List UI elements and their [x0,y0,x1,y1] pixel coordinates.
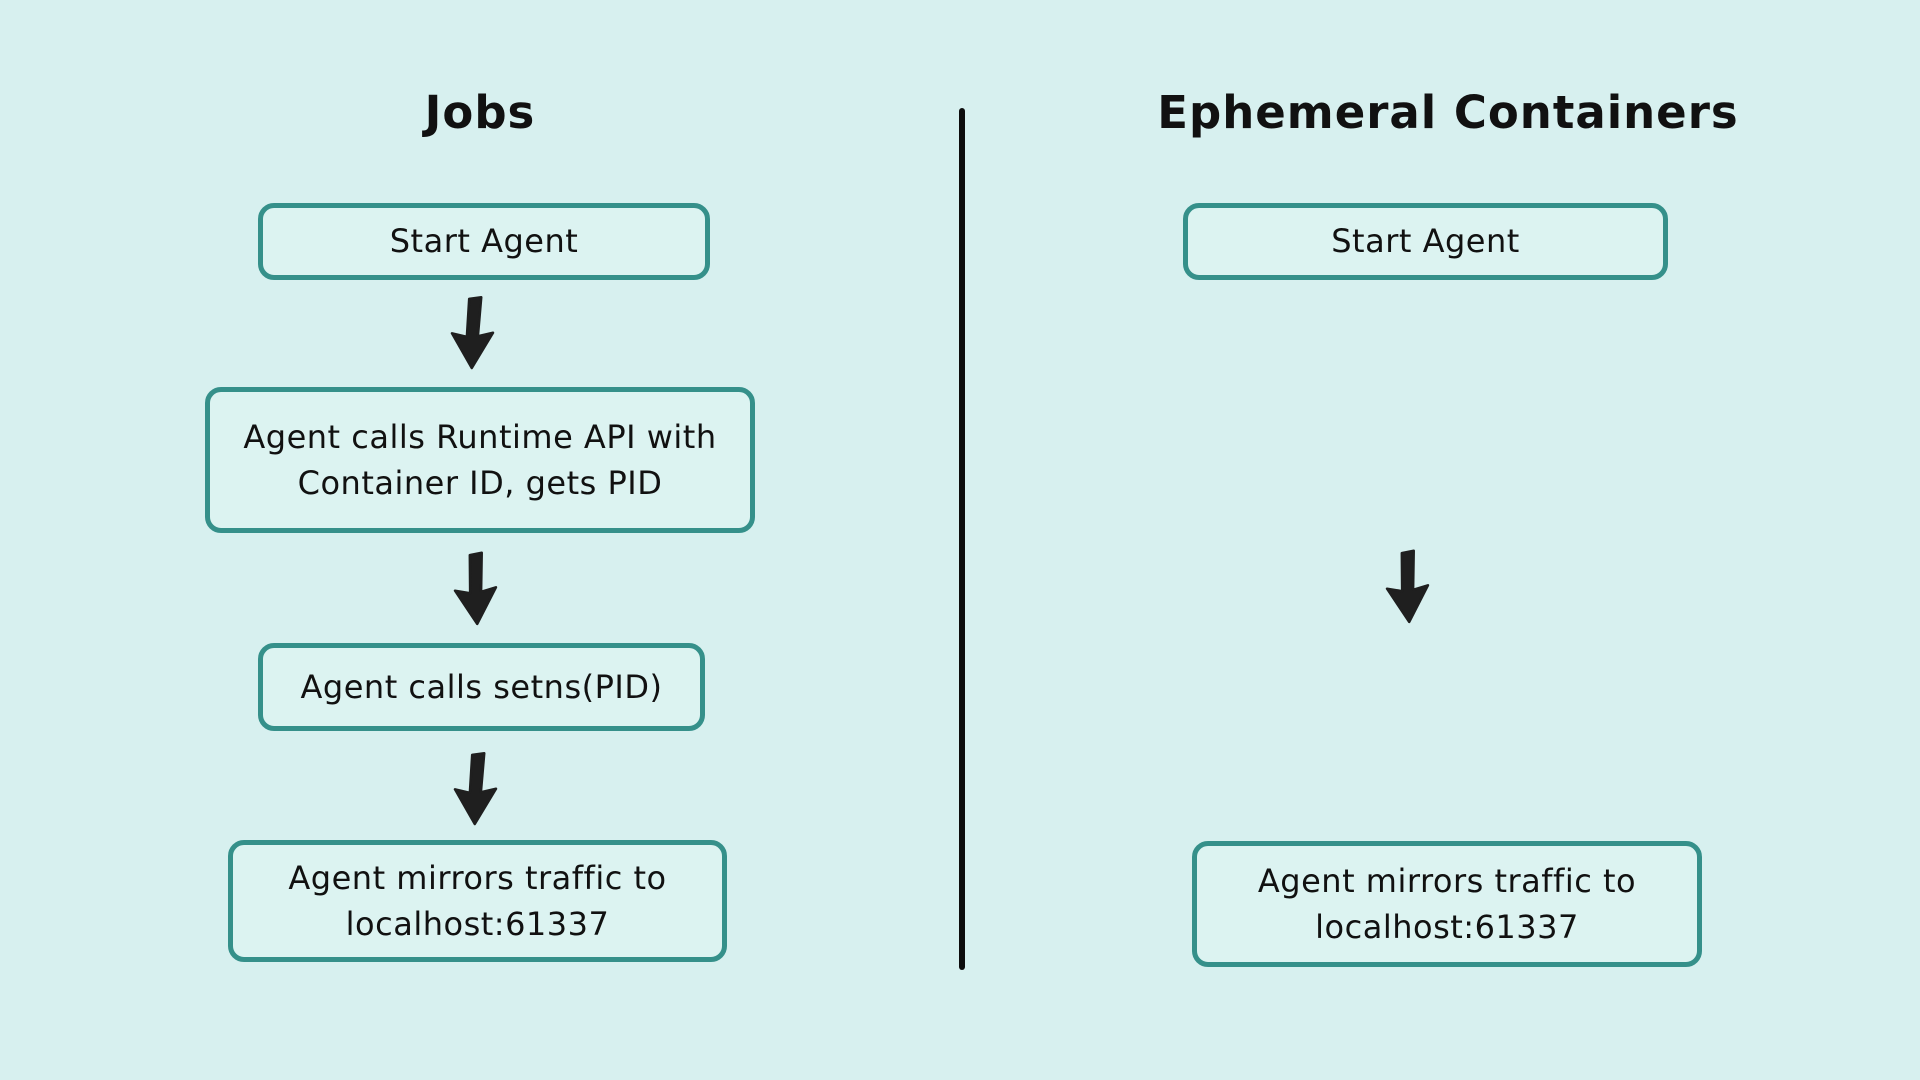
step-label-line1: Agent calls Runtime API with [243,417,717,456]
jobs-step-setns: Agent calls setns(PID) [258,643,705,731]
step-label-line1: Agent mirrors traffic to [288,858,667,897]
step-label-line1: Agent mirrors traffic to [1257,861,1637,900]
step-label: Start Agent [1331,222,1520,261]
step-label-line2: localhost:61337 [1315,908,1579,946]
down-arrow-icon [445,549,506,629]
down-arrow-icon [1377,547,1438,627]
jobs-step-runtime-api: Agent calls Runtime API with Container I… [205,387,755,533]
step-label: Agent calls setns(PID) [300,667,663,706]
divider-line [959,108,965,970]
jobs-step-mirror-traffic: Agent mirrors traffic to localhost:61337 [228,840,727,962]
ephemeral-containers-title: Ephemeral Containers [1157,86,1739,139]
ephemeral-step-start-agent: Start Agent [1183,203,1668,280]
ephemeral-step-mirror-traffic: Agent mirrors traffic to localhost:61337 [1192,841,1702,967]
down-arrow-icon [445,749,506,829]
down-arrow-icon [442,293,503,373]
jobs-title: Jobs [424,86,536,139]
jobs-step-start-agent: Start Agent [258,203,710,280]
step-label-line2: localhost:61337 [345,905,610,943]
step-label-line2: Container ID, gets PID [297,464,663,502]
step-label: Start Agent [389,222,579,261]
